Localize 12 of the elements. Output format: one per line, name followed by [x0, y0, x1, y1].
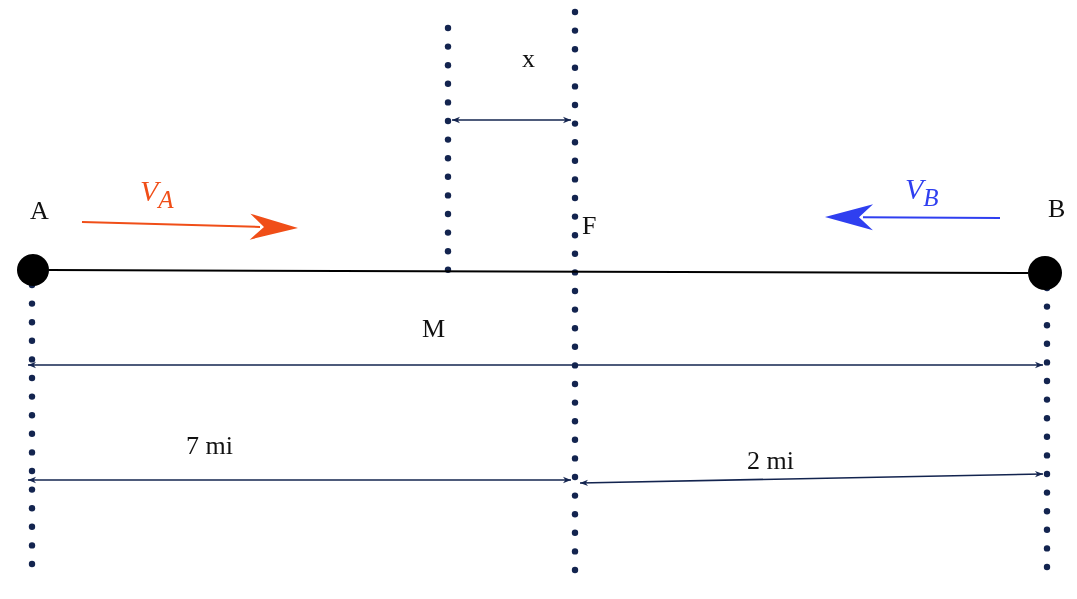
point-dot: [17, 254, 49, 286]
line-segment: [48, 269, 1029, 274]
velocity-label: V$_{B}$: [905, 174, 939, 210]
velocity-label: V$_{A}$: [140, 176, 174, 212]
dimension-label: 2 mi: [747, 448, 794, 474]
point-dot: [1028, 256, 1062, 290]
point-label: A: [30, 198, 49, 224]
dimension-label: x: [522, 46, 535, 72]
dimension-label: 7 mi: [186, 433, 233, 459]
point-label: B: [1048, 196, 1066, 222]
point-label: F: [582, 213, 597, 239]
point-label: M: [422, 316, 446, 342]
